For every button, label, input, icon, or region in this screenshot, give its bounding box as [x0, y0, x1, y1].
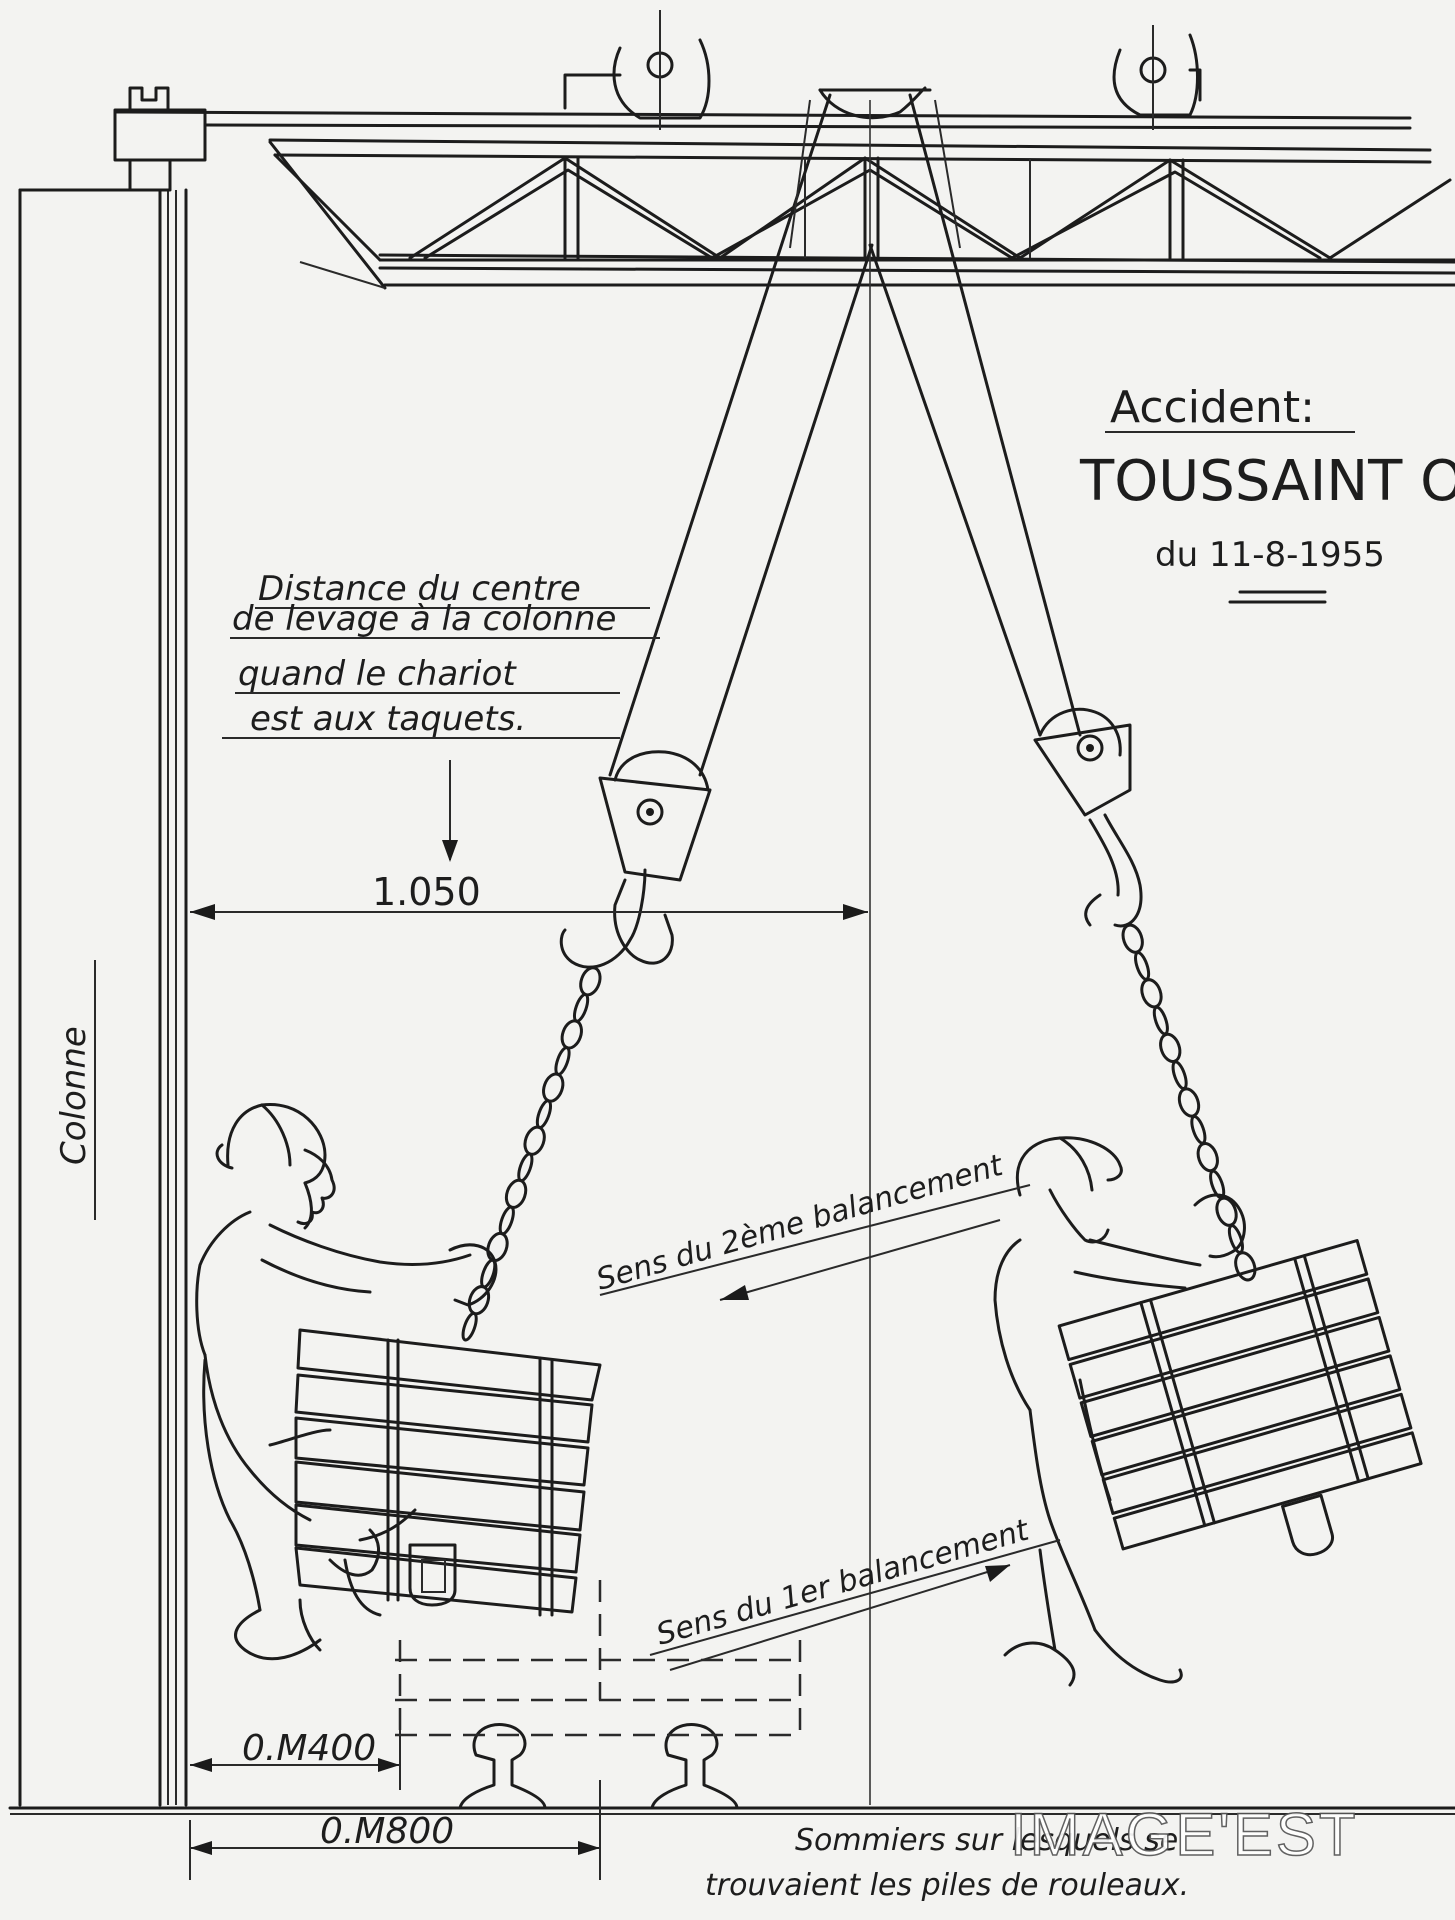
column [8, 188, 1455, 1815]
dimension-0400-label: 0.M400 [242, 1728, 376, 1769]
title-accident: Accident: [1110, 382, 1315, 433]
hoist-ropes-right [868, 93, 1082, 737]
caption-line1: Sommiers sur lesquels se [795, 1823, 1178, 1858]
sleepers-dashed [395, 1580, 802, 1740]
chain-right [1121, 923, 1257, 1282]
chain-link [560, 1019, 583, 1050]
trolley [563, 10, 1202, 130]
crane-truss [268, 138, 1455, 290]
title-date: du 11-8-1955 [1155, 535, 1385, 575]
dimension-1050-label: 1.050 [372, 870, 481, 914]
note-distance-line2: de levage à la colonne [232, 599, 616, 639]
chain-link [1152, 1005, 1169, 1036]
watermark: IMAGE'EST [1010, 1801, 1359, 1868]
chain-link [1140, 978, 1163, 1009]
chain-link [572, 993, 590, 1023]
pulley-block-left [598, 750, 712, 882]
rails [458, 1723, 739, 1810]
chain-link [1234, 1251, 1257, 1282]
pulley-block-right [1033, 707, 1132, 817]
swing-arrow-2 [599, 1184, 1031, 1301]
note-distance-line1: Distance du centre [258, 569, 581, 609]
chain-link [554, 1046, 571, 1076]
chain-left [461, 966, 602, 1342]
chain-link [1215, 1196, 1238, 1227]
chain-link [1177, 1087, 1201, 1118]
column-bracket [113, 86, 1412, 192]
chain-link [1134, 951, 1151, 981]
chain-link [1190, 1114, 1207, 1145]
hook-right [1084, 813, 1143, 928]
crate-right [1057, 1239, 1423, 1557]
column-label: Colonne [54, 1026, 94, 1165]
chain-link [1196, 1142, 1219, 1173]
chain-link [486, 1231, 509, 1263]
dimension-0800-label: 0.M800 [320, 1811, 454, 1852]
worker-right [993, 1136, 1246, 1687]
title-name: TOUSSAINT Osca [1079, 449, 1455, 514]
chain-link [461, 1311, 478, 1342]
swing-arrow-1 [649, 1539, 1061, 1671]
chain-link [523, 1125, 546, 1156]
swing-1-label: Sens du 1er balancement [653, 1513, 1034, 1653]
note-distance-line3: quand le chariot [238, 654, 517, 694]
crate-left [294, 1328, 602, 1617]
chain-link [1159, 1032, 1182, 1063]
hook-left [559, 868, 674, 969]
chain-link [517, 1152, 534, 1183]
dimension-1050 [190, 760, 868, 920]
chain-link [498, 1205, 515, 1236]
chain-link [504, 1178, 528, 1209]
chain-link [1171, 1060, 1188, 1091]
chain-link [579, 966, 602, 997]
note-distance-line4: est aux taquets. [250, 699, 526, 739]
worker-left [195, 1102, 498, 1661]
dimension-0800 [189, 1780, 601, 1880]
chain-link [535, 1099, 553, 1129]
hoist-ropes-left [608, 93, 874, 777]
caption-line2: trouvaient les piles de rouleaux. [705, 1868, 1189, 1903]
chain-link [542, 1072, 565, 1103]
swing-2-label: Sens du 2ème balancement [593, 1148, 1008, 1298]
chain-link [1121, 923, 1144, 954]
